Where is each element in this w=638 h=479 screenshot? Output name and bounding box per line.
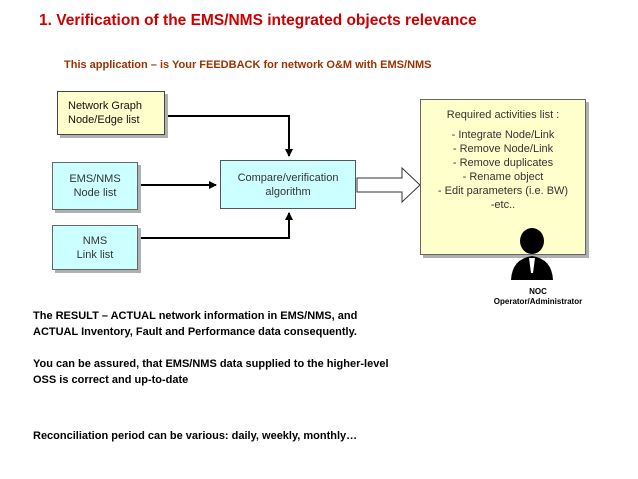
result-paragraph: The RESULT – ACTUAL network information … <box>33 308 357 340</box>
algorithm-line2: algorithm <box>265 185 311 198</box>
operator-label: NOC Operator/Administrator <box>484 287 592 307</box>
compare-algorithm-box: Compare/verification algorithm <box>220 160 356 209</box>
activity-item: - Remove Node/Link <box>452 143 554 155</box>
page-title: 1. Verification of the EMS/NMS integrate… <box>39 12 477 29</box>
ems-nms-line2: Node list <box>73 187 117 199</box>
arrow-graph-to-algorithm <box>166 115 293 157</box>
block-arrow-to-activities <box>356 166 421 204</box>
assurance-paragraph: You can be assured, that EMS/NMS data su… <box>33 356 389 388</box>
activities-heading: Required activities list : <box>446 109 560 121</box>
activity-item: - Edit parameters (i.e. BW) <box>437 185 569 197</box>
arrow-nms-to-algorithm <box>139 212 293 239</box>
activity-item: -etc.. <box>490 199 516 211</box>
operator-line2: Operator/Administrator <box>493 297 583 306</box>
network-graph-input: Network Graph Node/Edge list <box>57 91 165 135</box>
network-graph-line2: Node/Edge list <box>68 114 140 126</box>
activity-item: - Remove duplicates <box>452 157 554 169</box>
page-subtitle: This application – is Your FEEDBACK for … <box>64 59 432 71</box>
required-activities-note: Required activities list : - Integrate N… <box>420 99 586 255</box>
result-line1: The RESULT – ACTUAL network information … <box>33 310 358 322</box>
operator-line1: NOC <box>529 287 547 296</box>
nms-line1: NMS <box>82 234 108 247</box>
algorithm-line1: Compare/verification <box>237 171 339 184</box>
assured-line2: OSS is correct and up-to-date <box>33 374 189 386</box>
assured-line1: You can be assured, that EMS/NMS data su… <box>33 358 389 370</box>
ems-nms-node-list-input: EMS/NMS Node list <box>52 162 138 210</box>
activity-item: - Integrate Node/Link <box>451 129 555 141</box>
nms-line2: Link list <box>76 248 114 261</box>
reconciliation-period-text: Reconciliation period can be various: da… <box>33 430 358 442</box>
result-line2: ACTUAL Inventory, Fault and Performance … <box>33 326 357 338</box>
activity-item: - Rename object <box>462 171 544 183</box>
network-graph-line1: Network Graph <box>68 100 142 112</box>
nms-link-list-input: NMS Link list <box>52 225 138 270</box>
ems-nms-line1: EMS/NMS <box>69 173 121 185</box>
